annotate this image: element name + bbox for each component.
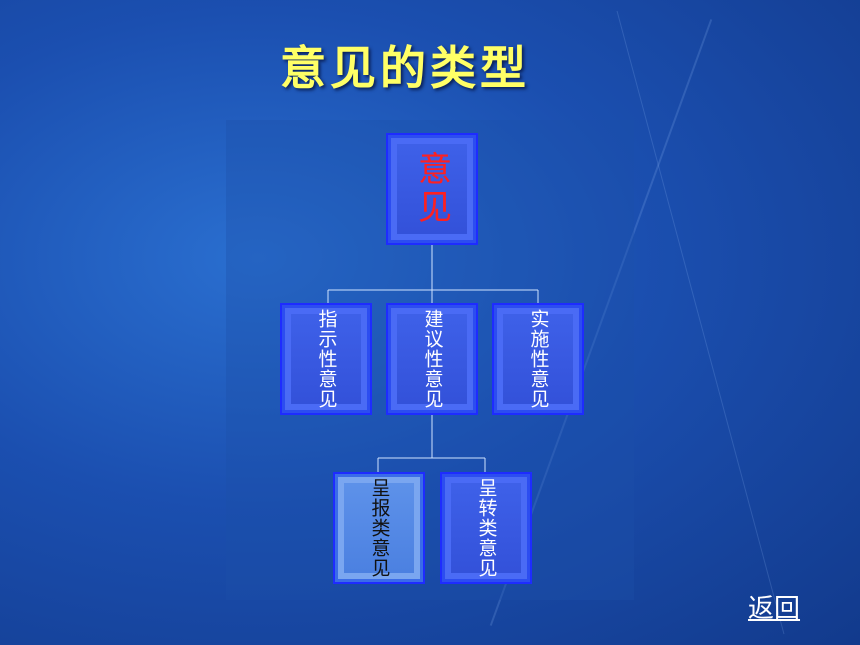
node-label: 建议性意见 <box>421 309 444 409</box>
node-suggestive-opinion: 建议性意见 <box>386 303 478 415</box>
node-label: 呈报类意见 <box>368 478 391 578</box>
node-label: 指示性意见 <box>315 309 338 409</box>
node-forward-opinion: 呈转类意见 <box>440 472 532 584</box>
root-node-label: 意见 <box>411 151 452 227</box>
root-node: 意见 <box>386 133 478 245</box>
node-label: 呈转类意见 <box>475 478 498 578</box>
node-label: 实施性意见 <box>527 309 550 409</box>
slide-title: 意见的类型 <box>280 41 530 95</box>
node-report-opinion: 呈报类意见 <box>333 472 425 584</box>
node-implementation-opinion: 实施性意见 <box>492 303 584 415</box>
node-directive-opinion: 指示性意见 <box>280 303 372 415</box>
back-link[interactable]: 返回 <box>748 594 801 624</box>
